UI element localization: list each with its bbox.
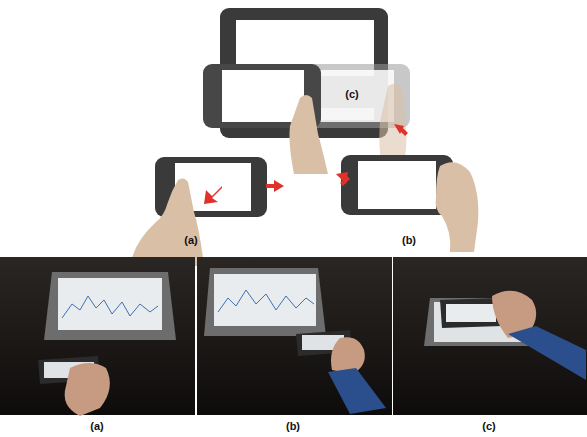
panel-label: (c)	[482, 421, 495, 432]
photo	[0, 257, 195, 416]
photo	[197, 257, 392, 415]
panel-label: (c)	[345, 89, 358, 100]
panel-label: (b)	[402, 235, 416, 246]
panel-label: (a)	[184, 235, 197, 246]
photo	[393, 257, 587, 415]
panel-label: (a)	[90, 421, 103, 432]
panel-label: (b)	[286, 421, 300, 432]
schematic	[130, 8, 478, 266]
